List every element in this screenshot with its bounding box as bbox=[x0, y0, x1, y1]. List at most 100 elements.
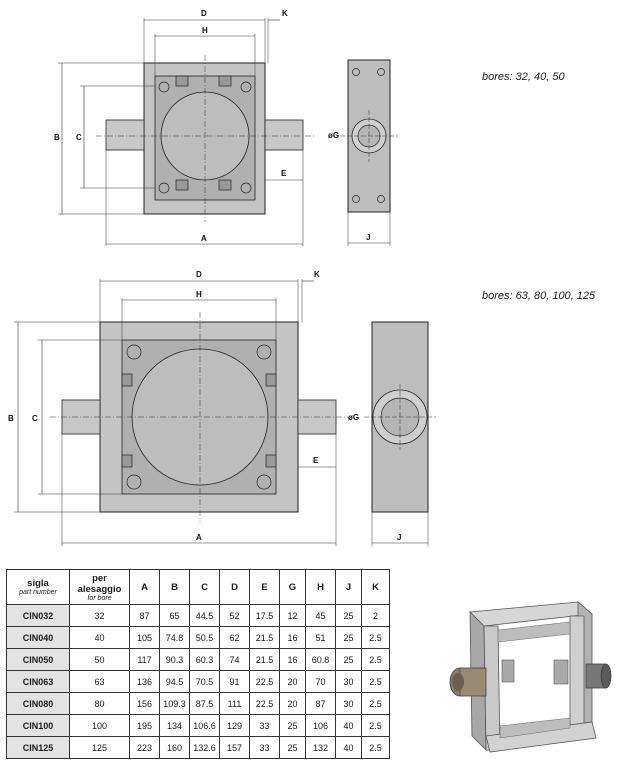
cell-h: 70 bbox=[305, 670, 336, 693]
cell-e: 22.5 bbox=[249, 670, 280, 693]
cell-bore: 125 bbox=[69, 736, 130, 759]
cell-h: 51 bbox=[305, 626, 336, 649]
header-d: D bbox=[219, 569, 250, 605]
part-number-cell: CIN050 bbox=[6, 648, 70, 671]
cell-j: 40 bbox=[335, 714, 362, 737]
cell-a: 117 bbox=[129, 648, 160, 671]
bottom-dim-c: C bbox=[32, 414, 38, 423]
top-side-view: J øG bbox=[328, 59, 398, 246]
cell-b: 65 bbox=[159, 604, 190, 627]
cell-h: 45 bbox=[305, 604, 336, 627]
top-front-view: D K H B C A E bbox=[54, 9, 314, 246]
bottom-dim-d: D bbox=[196, 270, 202, 279]
cell-c: 50.5 bbox=[189, 626, 220, 649]
cell-a: 136 bbox=[129, 670, 160, 693]
cell-d: 62 bbox=[219, 626, 250, 649]
cell-bore: 32 bbox=[69, 604, 130, 627]
cell-g: 12 bbox=[279, 604, 306, 627]
cell-d: 74 bbox=[219, 648, 250, 671]
part-number-cell: CIN100 bbox=[6, 714, 70, 737]
cell-a: 223 bbox=[129, 736, 160, 759]
cell-e: 17.5 bbox=[249, 604, 280, 627]
cell-a: 195 bbox=[129, 714, 160, 737]
cell-g: 16 bbox=[279, 648, 306, 671]
cell-e: 21.5 bbox=[249, 626, 280, 649]
cell-g: 16 bbox=[279, 626, 306, 649]
header-a: A bbox=[129, 569, 160, 605]
product-photo bbox=[449, 601, 612, 753]
part-number-cell: CIN040 bbox=[6, 626, 70, 649]
cell-a: 156 bbox=[129, 692, 160, 715]
cell-b: 134 bbox=[159, 714, 190, 737]
cell-g: 20 bbox=[279, 692, 306, 715]
cell-bore: 40 bbox=[69, 626, 130, 649]
bottom-dim-e: E bbox=[313, 456, 319, 465]
top-dim-h: H bbox=[202, 26, 208, 35]
part-number-cell: CIN063 bbox=[6, 670, 70, 693]
bottom-front-view: D K H B C A E bbox=[8, 270, 348, 546]
header-g: G bbox=[279, 569, 306, 605]
cell-j: 30 bbox=[335, 692, 362, 715]
cell-j: 30 bbox=[335, 670, 362, 693]
header-e: E bbox=[249, 569, 280, 605]
cell-j: 25 bbox=[335, 604, 362, 627]
top-dim-c: C bbox=[76, 133, 82, 142]
bottom-side-view: J øG bbox=[348, 321, 436, 546]
cell-j: 25 bbox=[335, 626, 362, 649]
bores-note-small: bores: 32, 40, 50 bbox=[482, 71, 565, 83]
cell-j: 25 bbox=[335, 648, 362, 671]
header-b: B bbox=[159, 569, 190, 605]
bottom-dim-b: B bbox=[8, 414, 14, 423]
cell-g: 25 bbox=[279, 714, 306, 737]
cell-bore: 50 bbox=[69, 648, 130, 671]
cell-a: 87 bbox=[129, 604, 160, 627]
cell-bore: 63 bbox=[69, 670, 130, 693]
cell-d: 111 bbox=[219, 692, 250, 715]
bottom-dim-a: A bbox=[196, 533, 202, 542]
top-dim-b: B bbox=[54, 133, 60, 142]
cell-e: 33 bbox=[249, 714, 280, 737]
top-dim-e: E bbox=[281, 169, 287, 178]
cell-c: 44.5 bbox=[189, 604, 220, 627]
cell-g: 25 bbox=[279, 736, 306, 759]
cell-k: 2.5 bbox=[361, 714, 390, 737]
cell-h: 87 bbox=[305, 692, 336, 715]
cell-d: 52 bbox=[219, 604, 250, 627]
cell-b: 160 bbox=[159, 736, 190, 759]
top-dim-d: D bbox=[201, 9, 207, 18]
part-number-cell: CIN032 bbox=[6, 604, 70, 627]
bottom-dim-g: øG bbox=[348, 413, 359, 422]
bottom-dim-h: H bbox=[196, 290, 202, 299]
top-dim-a: A bbox=[201, 234, 207, 243]
cell-e: 22.5 bbox=[249, 692, 280, 715]
bottom-dim-j: J bbox=[397, 533, 401, 542]
bottom-dim-k: K bbox=[314, 270, 320, 279]
cell-a: 105 bbox=[129, 626, 160, 649]
cell-b: 90.3 bbox=[159, 648, 190, 671]
header-j: J bbox=[335, 569, 362, 605]
cell-c: 87.5 bbox=[189, 692, 220, 715]
cell-bore: 100 bbox=[69, 714, 130, 737]
bores-note-large: bores: 63, 80, 100, 125 bbox=[482, 290, 596, 302]
cell-j: 40 bbox=[335, 736, 362, 759]
cell-g: 20 bbox=[279, 670, 306, 693]
part-number-cell: CIN125 bbox=[6, 736, 70, 759]
cell-e: 33 bbox=[249, 736, 280, 759]
cell-k: 2.5 bbox=[361, 648, 390, 671]
cell-k: 2.5 bbox=[361, 736, 390, 759]
header-k: K bbox=[361, 569, 390, 605]
cell-b: 94.5 bbox=[159, 670, 190, 693]
cell-c: 106.6 bbox=[189, 714, 220, 737]
cell-b: 109.3 bbox=[159, 692, 190, 715]
top-dim-g: øG bbox=[328, 131, 339, 140]
cell-h: 106 bbox=[305, 714, 336, 737]
part-number-cell: CIN080 bbox=[6, 692, 70, 715]
cell-c: 60.3 bbox=[189, 648, 220, 671]
